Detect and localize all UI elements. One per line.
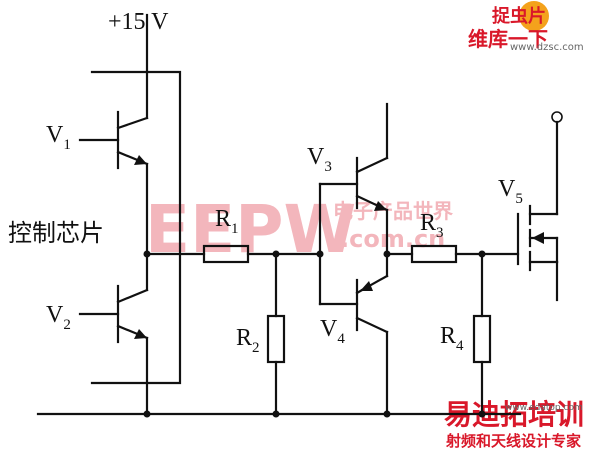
wm-top-line2: 维库一下 [468, 27, 548, 51]
drain-terminal [551, 111, 563, 123]
resistor-r2 [266, 252, 286, 416]
bottom-right-watermark: 易迪拓培训 www.edatop.com 射频和天线设计专家 [444, 398, 584, 450]
eepw-cn-text: 电子产品世界 [333, 199, 453, 223]
r1-label: R1 [215, 206, 239, 237]
eepw-logo-text: EEPW [145, 191, 356, 268]
v4-label: V4 [320, 316, 345, 347]
v5-label: V5 [498, 176, 523, 207]
v2-label: V2 [46, 302, 71, 333]
junction-dots [143, 250, 486, 418]
wm-bottom-url: www.edatop.com [505, 403, 583, 413]
top-right-watermark: 捉虫片 维库一下 www.dzsc.com [468, 1, 584, 53]
v3-label: V3 [307, 144, 332, 175]
transistor-v1 [78, 110, 149, 256]
chip-label: 控制芯片 [8, 219, 104, 247]
mosfet-v5 [516, 111, 563, 302]
resistor-r4 [472, 252, 492, 416]
v1-label: V1 [46, 122, 71, 153]
transistor-v4 [318, 274, 389, 416]
eepw-url-text: .com.cn [340, 225, 445, 253]
supply-label: +15 V [108, 9, 169, 35]
transistor-v3 [318, 102, 389, 306]
center-watermark: EEPW 电子产品世界 .com.cn [145, 191, 453, 268]
wm-top-line1: 捉虫片 [492, 5, 546, 27]
transistor-v2 [78, 252, 149, 416]
r3-label: R3 [420, 210, 444, 241]
wm-top-url: www.dzsc.com [510, 42, 584, 53]
mascot-icon [519, 1, 549, 31]
wm-bottom-small: 射频和天线设计专家 [445, 432, 581, 450]
r4-label: R4 [440, 323, 464, 354]
r2-label: R2 [236, 325, 260, 356]
control-chip-outline [90, 13, 182, 385]
